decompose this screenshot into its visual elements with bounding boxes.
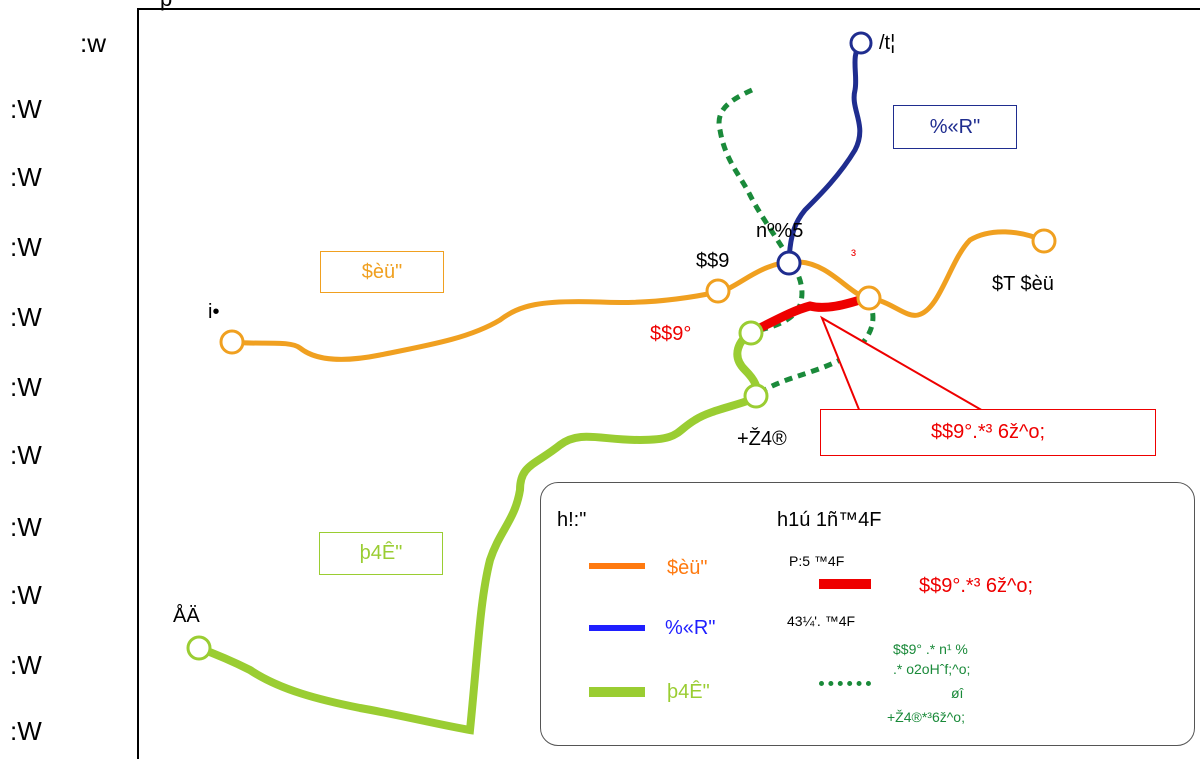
station-southwest-end — [186, 635, 212, 661]
y-axis-label: :W — [10, 232, 42, 262]
orange-line-name-box: $èü" — [320, 251, 444, 293]
legend-red-label: $$9°.*³ 6ž^o; — [919, 575, 1034, 597]
station-label-red-superscript: ³ — [851, 247, 856, 264]
orange-line — [231, 229, 1046, 362]
legend-orange-label: $èü" — [667, 557, 708, 579]
callout-label: $$9°.*³ 6ž^o; — [930, 421, 1046, 443]
legend-header-left: h!:" — [557, 509, 587, 531]
legend-dotted-label-line4: +Ž4®*³6ž^o; — [887, 709, 965, 725]
green-line-name: þ4Ê" — [359, 542, 403, 564]
station-label-green-mid: +Ž4® — [737, 428, 787, 450]
station-label-east-end: $T $èü — [992, 273, 1054, 295]
station-label-north-end: /t¦ — [879, 32, 896, 54]
callout-box: $$9°.*³ 6ž^o; — [820, 409, 1156, 456]
station-north-end — [849, 31, 873, 55]
legend-dotted-caption: 43¼'­. ™4F — [787, 613, 856, 629]
y-axis-label: :W — [10, 94, 42, 124]
red-line — [757, 293, 868, 333]
station-label-west-end: i• — [208, 301, 220, 323]
y-axis-label: :W — [10, 162, 42, 192]
legend-dotted-label-line2: .* o2oHˆf;^o; — [893, 661, 971, 677]
orange-line-name: $èü" — [361, 260, 403, 283]
y-axis-label: :W — [10, 716, 42, 746]
station-label-orange-mid: $$9 — [696, 250, 730, 272]
y-axis-label: :W — [10, 372, 42, 402]
legend-dotted-swatch — [819, 681, 871, 686]
top-left-fragment: p — [160, 0, 172, 12]
legend-orange-swatch — [589, 563, 645, 569]
legend-blue-label: %«R" — [665, 617, 716, 639]
blue-line — [786, 41, 864, 263]
y-axis-label: :W — [10, 302, 42, 332]
y-axis-label: :W — [10, 440, 42, 470]
station-label-junction: nº%5 — [756, 220, 804, 242]
green-line-name-box: þ4Ê" — [319, 532, 443, 575]
legend-red-caption: P:5 ™4F — [789, 553, 845, 569]
y-axis-top-label: :w — [80, 28, 106, 58]
legend-blue-swatch — [589, 625, 645, 631]
blue-line-name-box: %«R" — [893, 105, 1017, 149]
callout-pointer — [819, 315, 989, 413]
y-axis-label: :W — [10, 580, 42, 610]
station-red-west — [738, 320, 764, 346]
dotted-green-line — [716, 87, 805, 333]
station-label-southwest-end: ÅÄ — [173, 605, 200, 627]
legend-header-right: h1ú 1ñ™4F — [777, 509, 882, 531]
y-axis-label: :W — [10, 512, 42, 542]
legend-box: h!:" h1ú 1ñ™4F $èü" %«R" þ4Ê" P:5 ™4F $$… — [540, 482, 1195, 746]
legend-dotted-label-line1: $$9° .* n¹ % — [893, 641, 968, 657]
station-east-end — [1031, 228, 1057, 254]
map-frame — [137, 8, 1200, 759]
legend-green-label: þ4Ê" — [667, 681, 710, 703]
y-axis-label: :W — [10, 650, 42, 680]
station-label-red: $$9° — [650, 323, 692, 345]
legend-red-swatch — [819, 579, 871, 589]
station-green-mid — [743, 383, 769, 409]
station-junction — [776, 250, 802, 276]
station-west-end — [219, 329, 245, 355]
legend-green-swatch — [589, 687, 645, 697]
blue-line-name: %«R" — [929, 115, 981, 138]
legend-dotted-label-line3: øî — [951, 685, 964, 701]
station-orange-mid — [705, 278, 731, 304]
station-red-east — [856, 285, 882, 311]
